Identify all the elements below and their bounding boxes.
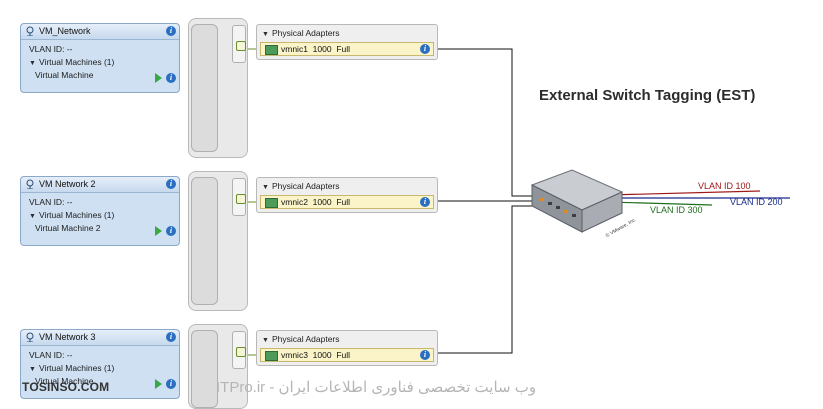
nic-icon (265, 45, 278, 55)
port-group-header: VM_Network i (21, 24, 179, 40)
trunk-line-3 (438, 205, 560, 354)
port-group-1[interactable]: VM_Network i VLAN ID: -- ▼Virtual Machin… (20, 23, 180, 93)
vmnic-row[interactable]: vmnic1 1000 Full i (260, 42, 434, 56)
uplink-port-2 (236, 194, 246, 204)
info-icon[interactable]: i (166, 73, 176, 83)
vlan-line-100 (607, 190, 761, 196)
vm-item[interactable]: Virtual Machine (35, 376, 94, 386)
network-icon (26, 332, 34, 342)
switch-port-area (191, 177, 218, 305)
diagram-caption: External Switch Tagging (EST) (539, 87, 756, 104)
network-icon (26, 179, 34, 189)
vmnic-speed: 1000 (312, 44, 332, 54)
trunk-line-1 (438, 48, 560, 197)
play-icon[interactable] (155, 226, 162, 236)
physical-adapters-header[interactable]: ▼Physical Adapters (262, 334, 340, 344)
virtual-switch-3 (188, 324, 248, 409)
vmnic-name: vmnic3 (281, 350, 308, 360)
info-icon[interactable]: i (166, 179, 176, 189)
triangle-down-icon: ▼ (262, 31, 269, 38)
physical-adapters-header[interactable]: ▼Physical Adapters (262, 181, 340, 191)
port-group-name: VM Network 2 (39, 179, 96, 189)
vm-list-header[interactable]: ▼Virtual Machines (1) (29, 210, 115, 220)
switch-port-area (191, 24, 218, 152)
physical-switch (530, 169, 624, 233)
port-group-header: VM Network 3 i (21, 330, 179, 346)
port-group-name: VM_Network (39, 26, 91, 36)
vlan-label-300: VLAN ID 300 (650, 205, 703, 215)
physical-adapters-panel-1[interactable]: ▼Physical Adapters vmnic1 1000 Full i (256, 24, 438, 60)
vm-list-header[interactable]: ▼Virtual Machines (1) (29, 363, 115, 373)
physical-adapters-panel-3[interactable]: ▼Physical Adapters vmnic3 1000 Full i (256, 330, 438, 366)
triangle-down-icon: ▼ (262, 337, 269, 344)
info-icon[interactable]: i (420, 350, 430, 360)
nic-icon (265, 351, 278, 361)
vlan-line-300 (607, 201, 713, 206)
vm-item[interactable]: Virtual Machine 2 (35, 223, 101, 233)
play-icon[interactable] (155, 379, 162, 389)
triangle-down-icon: ▼ (29, 213, 36, 220)
info-icon[interactable]: i (420, 197, 430, 207)
vmnic-speed: 1000 (312, 197, 332, 207)
vlan-id-label: VLAN ID: -- (29, 197, 73, 207)
vm-item[interactable]: Virtual Machine (35, 70, 94, 80)
network-icon (26, 26, 34, 36)
vmnic-text: vmnic2 1000 Full (281, 197, 350, 207)
play-icon[interactable] (155, 73, 162, 83)
port-group-header: VM Network 2 i (21, 177, 179, 193)
vmnic-name: vmnic2 (281, 197, 308, 207)
uplink-port-3 (236, 347, 246, 357)
vlan-id-label: VLAN ID: -- (29, 44, 73, 54)
vmnic-duplex: Full (336, 197, 351, 207)
triangle-down-icon: ▼ (29, 366, 36, 373)
vlan-label-100: VLAN ID 100 (698, 181, 751, 191)
port-group-2[interactable]: VM Network 2 i VLAN ID: -- ▼Virtual Mach… (20, 176, 180, 246)
nic-icon (265, 198, 278, 208)
triangle-down-icon: ▼ (262, 184, 269, 191)
virtual-switch-2 (188, 171, 248, 311)
info-icon[interactable]: i (166, 226, 176, 236)
site-logo: TOSINSO.COM (22, 380, 110, 394)
info-icon[interactable]: i (166, 332, 176, 342)
port-group-name: VM Network 3 (39, 332, 96, 342)
info-icon[interactable]: i (166, 379, 176, 389)
vmnic-row[interactable]: vmnic2 1000 Full i (260, 195, 434, 209)
watermark-text: ITPro.ir - وب سایت تخصصی فناوری اطلاعات … (216, 379, 537, 396)
vmnic-duplex: Full (336, 44, 351, 54)
triangle-down-icon: ▼ (29, 60, 36, 67)
vlan-id-label: VLAN ID: -- (29, 350, 73, 360)
vmnic-duplex: Full (336, 350, 351, 360)
virtual-switch-1 (188, 18, 248, 158)
vm-list-header[interactable]: ▼Virtual Machines (1) (29, 57, 115, 67)
port-group-3[interactable]: VM Network 3 i VLAN ID: -- ▼Virtual Mach… (20, 329, 180, 399)
vmnic-text: vmnic1 1000 Full (281, 44, 350, 54)
physical-adapters-panel-2[interactable]: ▼Physical Adapters vmnic2 1000 Full i (256, 177, 438, 213)
physical-adapters-header[interactable]: ▼Physical Adapters (262, 28, 340, 38)
vmnic-speed: 1000 (312, 350, 332, 360)
switch-port-area (191, 330, 218, 408)
info-icon[interactable]: i (166, 26, 176, 36)
vmnic-name: vmnic1 (281, 44, 308, 54)
vmnic-text: vmnic3 1000 Full (281, 350, 350, 360)
vlan-label-200: VLAN ID 200 (730, 197, 783, 207)
vmnic-row[interactable]: vmnic3 1000 Full i (260, 348, 434, 362)
info-icon[interactable]: i (420, 44, 430, 54)
uplink-port-1 (236, 41, 246, 51)
